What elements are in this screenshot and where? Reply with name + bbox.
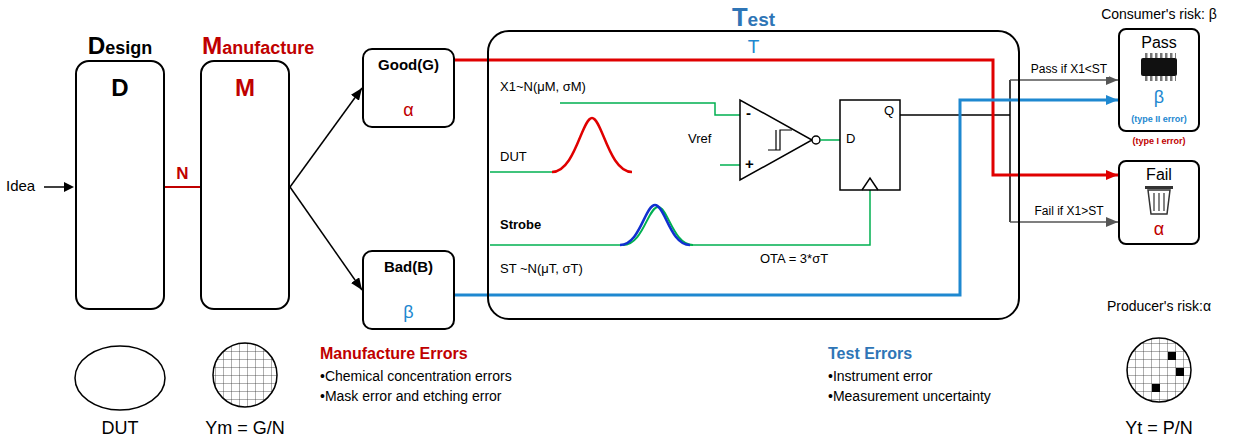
box-label: Pass bbox=[1120, 34, 1198, 52]
trash-icon bbox=[1145, 186, 1173, 189]
design-box: DesignD bbox=[75, 60, 165, 310]
error-label: (type I error) bbox=[1132, 136, 1185, 146]
idea-arrow bbox=[44, 186, 66, 188]
error-item: •Instrument error bbox=[828, 368, 933, 384]
bad-box: Bad(B) β bbox=[362, 250, 455, 330]
box-label: (type II error) bbox=[1120, 114, 1198, 124]
flow-connector bbox=[165, 186, 200, 188]
trash-icon bbox=[1145, 186, 1173, 214]
error-heading: Test Errors bbox=[828, 345, 912, 363]
fail-box: Fail α bbox=[1118, 160, 1200, 245]
error-item: •Mask error and etching error bbox=[320, 388, 502, 404]
connector-label: Pass if X1<ST bbox=[1029, 63, 1109, 77]
pin-label: + bbox=[745, 155, 754, 172]
connector-label: N bbox=[174, 164, 190, 184]
strobe-wire bbox=[620, 205, 690, 245]
error-item: •Chemical concentration errors bbox=[320, 368, 512, 384]
chip-icon bbox=[1143, 76, 1176, 81]
yield-label: Ym = G/N bbox=[205, 418, 285, 439]
box-label: D bbox=[77, 74, 163, 102]
box-heading: Test bbox=[489, 3, 1018, 33]
strobe-wire bbox=[690, 190, 870, 245]
dut-gaussian bbox=[552, 118, 632, 172]
box-heading: Design bbox=[77, 32, 163, 60]
comparator-symbol bbox=[740, 100, 812, 180]
error-heading: Manufacture Errors bbox=[320, 345, 468, 363]
comparator-symbol bbox=[812, 136, 820, 144]
risk-label: Producer's risk:α bbox=[1107, 298, 1211, 314]
test-box: TestT bbox=[487, 30, 1020, 320]
tested-wafer-icon bbox=[1152, 384, 1160, 392]
box-label: β bbox=[364, 302, 453, 323]
pin-label: D bbox=[846, 132, 855, 147]
caption: DUT bbox=[102, 418, 139, 439]
box-label: T bbox=[489, 36, 1018, 58]
strobe-wire bbox=[490, 244, 620, 246]
pin-label: Q bbox=[884, 104, 894, 119]
dut-circle bbox=[75, 346, 165, 410]
risk-label: Consumer's risk: β bbox=[1101, 6, 1217, 22]
tested-wafer-icon bbox=[1127, 338, 1191, 402]
chip-icon bbox=[1141, 58, 1177, 76]
chip-icon bbox=[1143, 53, 1176, 58]
comparator-symbol bbox=[768, 130, 792, 150]
box-label: α bbox=[364, 100, 453, 121]
tested-wafer-icon bbox=[1127, 338, 1191, 402]
dut-circle bbox=[75, 346, 165, 410]
box-label: β bbox=[1120, 87, 1198, 108]
input-label: Idea bbox=[6, 177, 35, 194]
connector-label: Fail if X1>ST bbox=[1032, 205, 1105, 219]
dut-wire bbox=[490, 103, 740, 172]
pin-label: Vref bbox=[688, 132, 711, 147]
tested-wafer-icon bbox=[1176, 368, 1184, 376]
comparator-symbol bbox=[740, 100, 840, 180]
trash-icon bbox=[1148, 190, 1170, 214]
strobe-wire bbox=[490, 190, 870, 245]
manufacture-box: ManufactureM bbox=[200, 60, 290, 310]
dut-wire bbox=[720, 164, 740, 166]
pass-box: Pass β (type II error) bbox=[1118, 28, 1200, 132]
dut-wire bbox=[560, 103, 740, 115]
signal-label: DUT bbox=[500, 150, 527, 165]
idea-arrow bbox=[64, 182, 74, 192]
box-label: Bad(B) bbox=[364, 258, 453, 275]
comparator-symbol bbox=[820, 139, 840, 141]
box-label: Good(G) bbox=[364, 56, 453, 73]
trash-icon bbox=[1154, 193, 1164, 211]
dut-wire bbox=[490, 171, 552, 173]
good-box: Good(G) α bbox=[362, 48, 455, 128]
signal-label: Strobe bbox=[500, 218, 541, 233]
flow-connector bbox=[1020, 221, 1118, 223]
pin-label: - bbox=[746, 104, 751, 121]
flip-flop-symbol bbox=[862, 178, 878, 190]
yield-label: Yt = P/N bbox=[1125, 418, 1193, 439]
idea-arrow bbox=[44, 182, 74, 192]
box-label: α bbox=[1120, 219, 1198, 240]
chip-icon bbox=[1141, 53, 1177, 81]
note: OTA = 3*σT bbox=[760, 252, 828, 267]
wafer-icon bbox=[213, 343, 277, 407]
tested-wafer-icon bbox=[1168, 352, 1176, 360]
box-label: M bbox=[202, 74, 288, 102]
signal-label: ST ~N(μT, σT) bbox=[500, 262, 583, 277]
box-label: Fail bbox=[1120, 166, 1198, 184]
signal-label: X1~N(μM, σM) bbox=[500, 80, 586, 95]
box-heading: Manufacture bbox=[202, 32, 288, 60]
wafer-icon bbox=[213, 343, 277, 407]
flow-connector bbox=[1020, 79, 1118, 81]
flow-connector bbox=[290, 187, 362, 290]
flip-flop-symbol bbox=[840, 100, 900, 190]
flow-connector bbox=[290, 88, 362, 187]
error-item: •Measurement uncertainty bbox=[828, 388, 991, 404]
